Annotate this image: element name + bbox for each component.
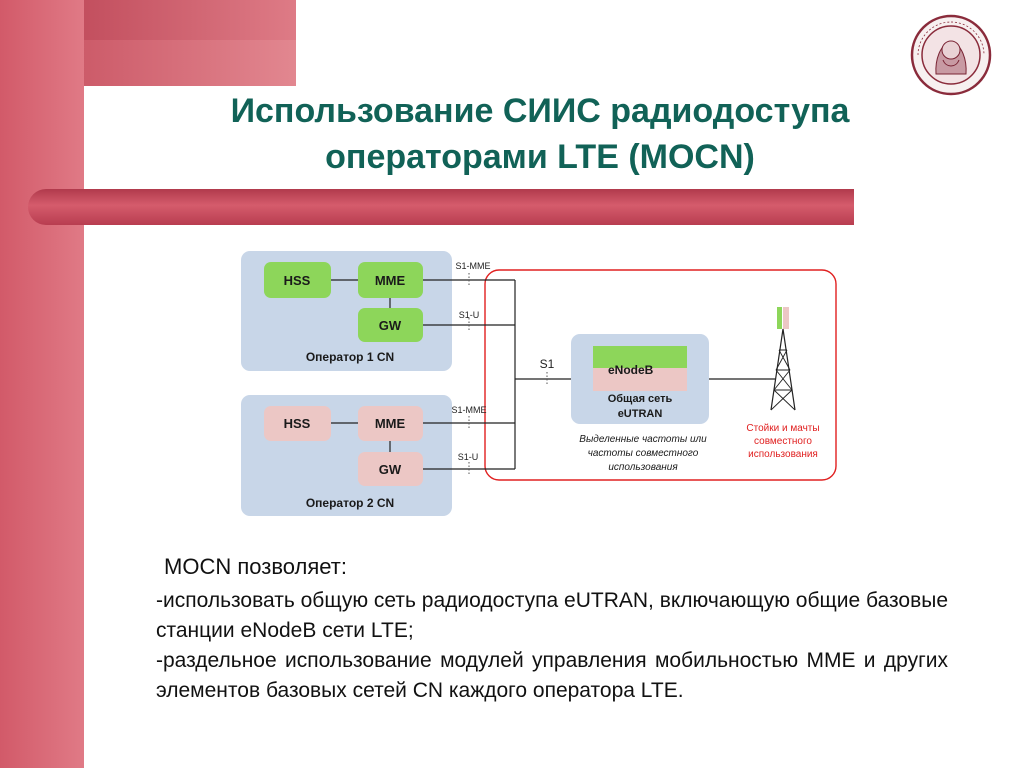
- body-heading: MOCN позволяет:: [164, 554, 347, 579]
- op1-s1-u-label: S1-U: [459, 310, 480, 320]
- operator2-hss-node: [264, 406, 331, 441]
- frequencies-note-line-3: использования: [608, 462, 678, 473]
- op1-s1-mme-label: S1-MME: [455, 261, 490, 271]
- operator2-gw-node: [358, 452, 423, 486]
- operator2-gw-label: GW: [379, 462, 402, 477]
- operator1-cn-label: Оператор 1 CN: [306, 350, 394, 364]
- operator1-hss-node: [264, 262, 331, 298]
- university-seal-icon: [910, 14, 992, 96]
- body-text: MOCN позволяет: -использовать общую сеть…: [156, 552, 948, 706]
- operator1-mme-node: [358, 262, 423, 298]
- page-title-line-2: операторами LTE (MOCN): [325, 138, 755, 176]
- op2-s1-u-label: S1-U: [458, 452, 479, 462]
- enodeb-label: eNodeB: [608, 363, 654, 377]
- eutran-label-line-2: eUTRAN: [618, 408, 663, 420]
- frequencies-note-line-1: Выделенные частоты или: [579, 434, 707, 445]
- operator2-mme-label: MME: [375, 416, 406, 431]
- tower-note-line-3: использования: [748, 449, 818, 460]
- page-title-line-1: Использование СИИС радиодоступа: [230, 92, 850, 130]
- operator2-hss-label: HSS: [284, 416, 311, 431]
- op2-s1-mme-label: S1-MME: [451, 405, 486, 415]
- operator1-gw-node: [358, 308, 423, 342]
- s1-label: S1: [540, 357, 555, 371]
- title-divider-bar: [28, 189, 854, 225]
- operator1-hss-label: HSS: [284, 273, 311, 288]
- tower-note-line-2: совместного: [754, 436, 812, 447]
- body-item-2: -раздельное использование модулей управл…: [156, 649, 948, 702]
- enodeb-lower-band: [593, 368, 687, 391]
- frequencies-note-line-2: частоты совместного: [588, 448, 699, 459]
- operator2-mme-node: [358, 406, 423, 441]
- shared-ran-frame: [484, 269, 837, 481]
- tower-note-line-1: Стойки и мачты: [746, 423, 819, 434]
- body-item-1: -использовать общую сеть радиодоступа eU…: [156, 589, 949, 642]
- page-title: Использование СИИС радиодоступа оператор…: [120, 88, 960, 180]
- operator1-gw-label: GW: [379, 318, 402, 333]
- eutran-label-line-1: Общая сеть: [608, 393, 673, 405]
- antenna-tower-icon: [770, 307, 796, 411]
- operator1-mme-label: MME: [375, 273, 406, 288]
- operator2-cn-label: Оператор 2 CN: [306, 496, 394, 510]
- left-accent-band: [0, 0, 84, 768]
- enodeb-upper-band: [593, 346, 687, 368]
